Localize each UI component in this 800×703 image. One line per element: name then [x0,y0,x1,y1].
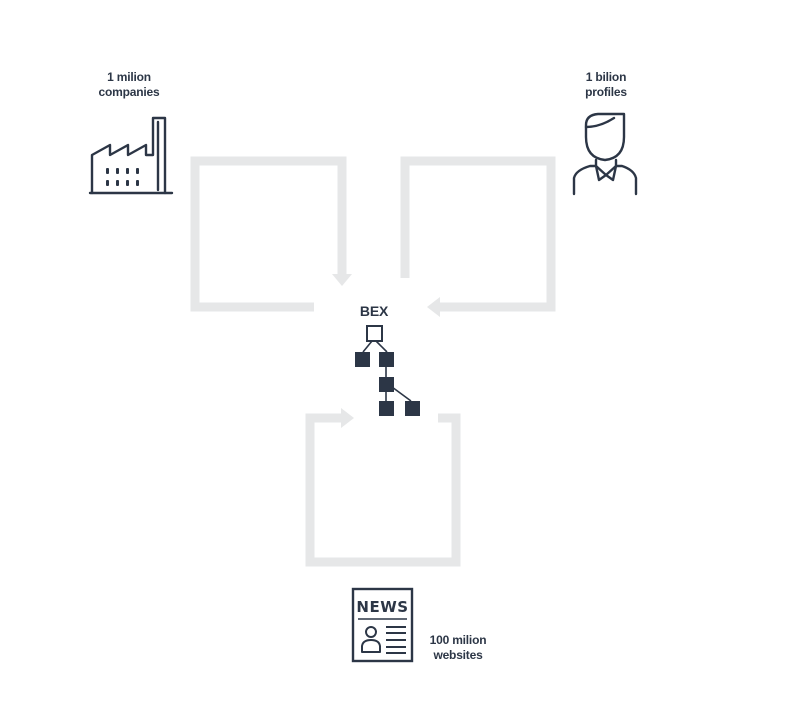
websites-label: 100 milion websites [418,633,498,663]
companies-flow-arrow [190,156,352,312]
websites-count: 100 milion [429,633,487,647]
profiles-label: 1 bilion profiles [566,70,646,100]
websites-flow-arrow [305,408,461,567]
profiles-caption: profiles [585,85,627,99]
profiles-count: 1 bilion [585,70,627,84]
newspaper-icon: NEWS [351,587,414,663]
companies-label: 1 milion companies [84,70,174,100]
person-icon [572,112,638,196]
newspaper-icon-text: NEWS [356,598,408,616]
companies-caption: companies [98,85,160,99]
factory-icon [88,116,174,195]
companies-count: 1 milion [107,70,151,84]
bex-title: BEX [359,303,389,319]
profiles-flow-arrow [400,156,556,317]
hierarchy-tree-icon [355,325,420,416]
websites-caption: websites [433,648,483,662]
